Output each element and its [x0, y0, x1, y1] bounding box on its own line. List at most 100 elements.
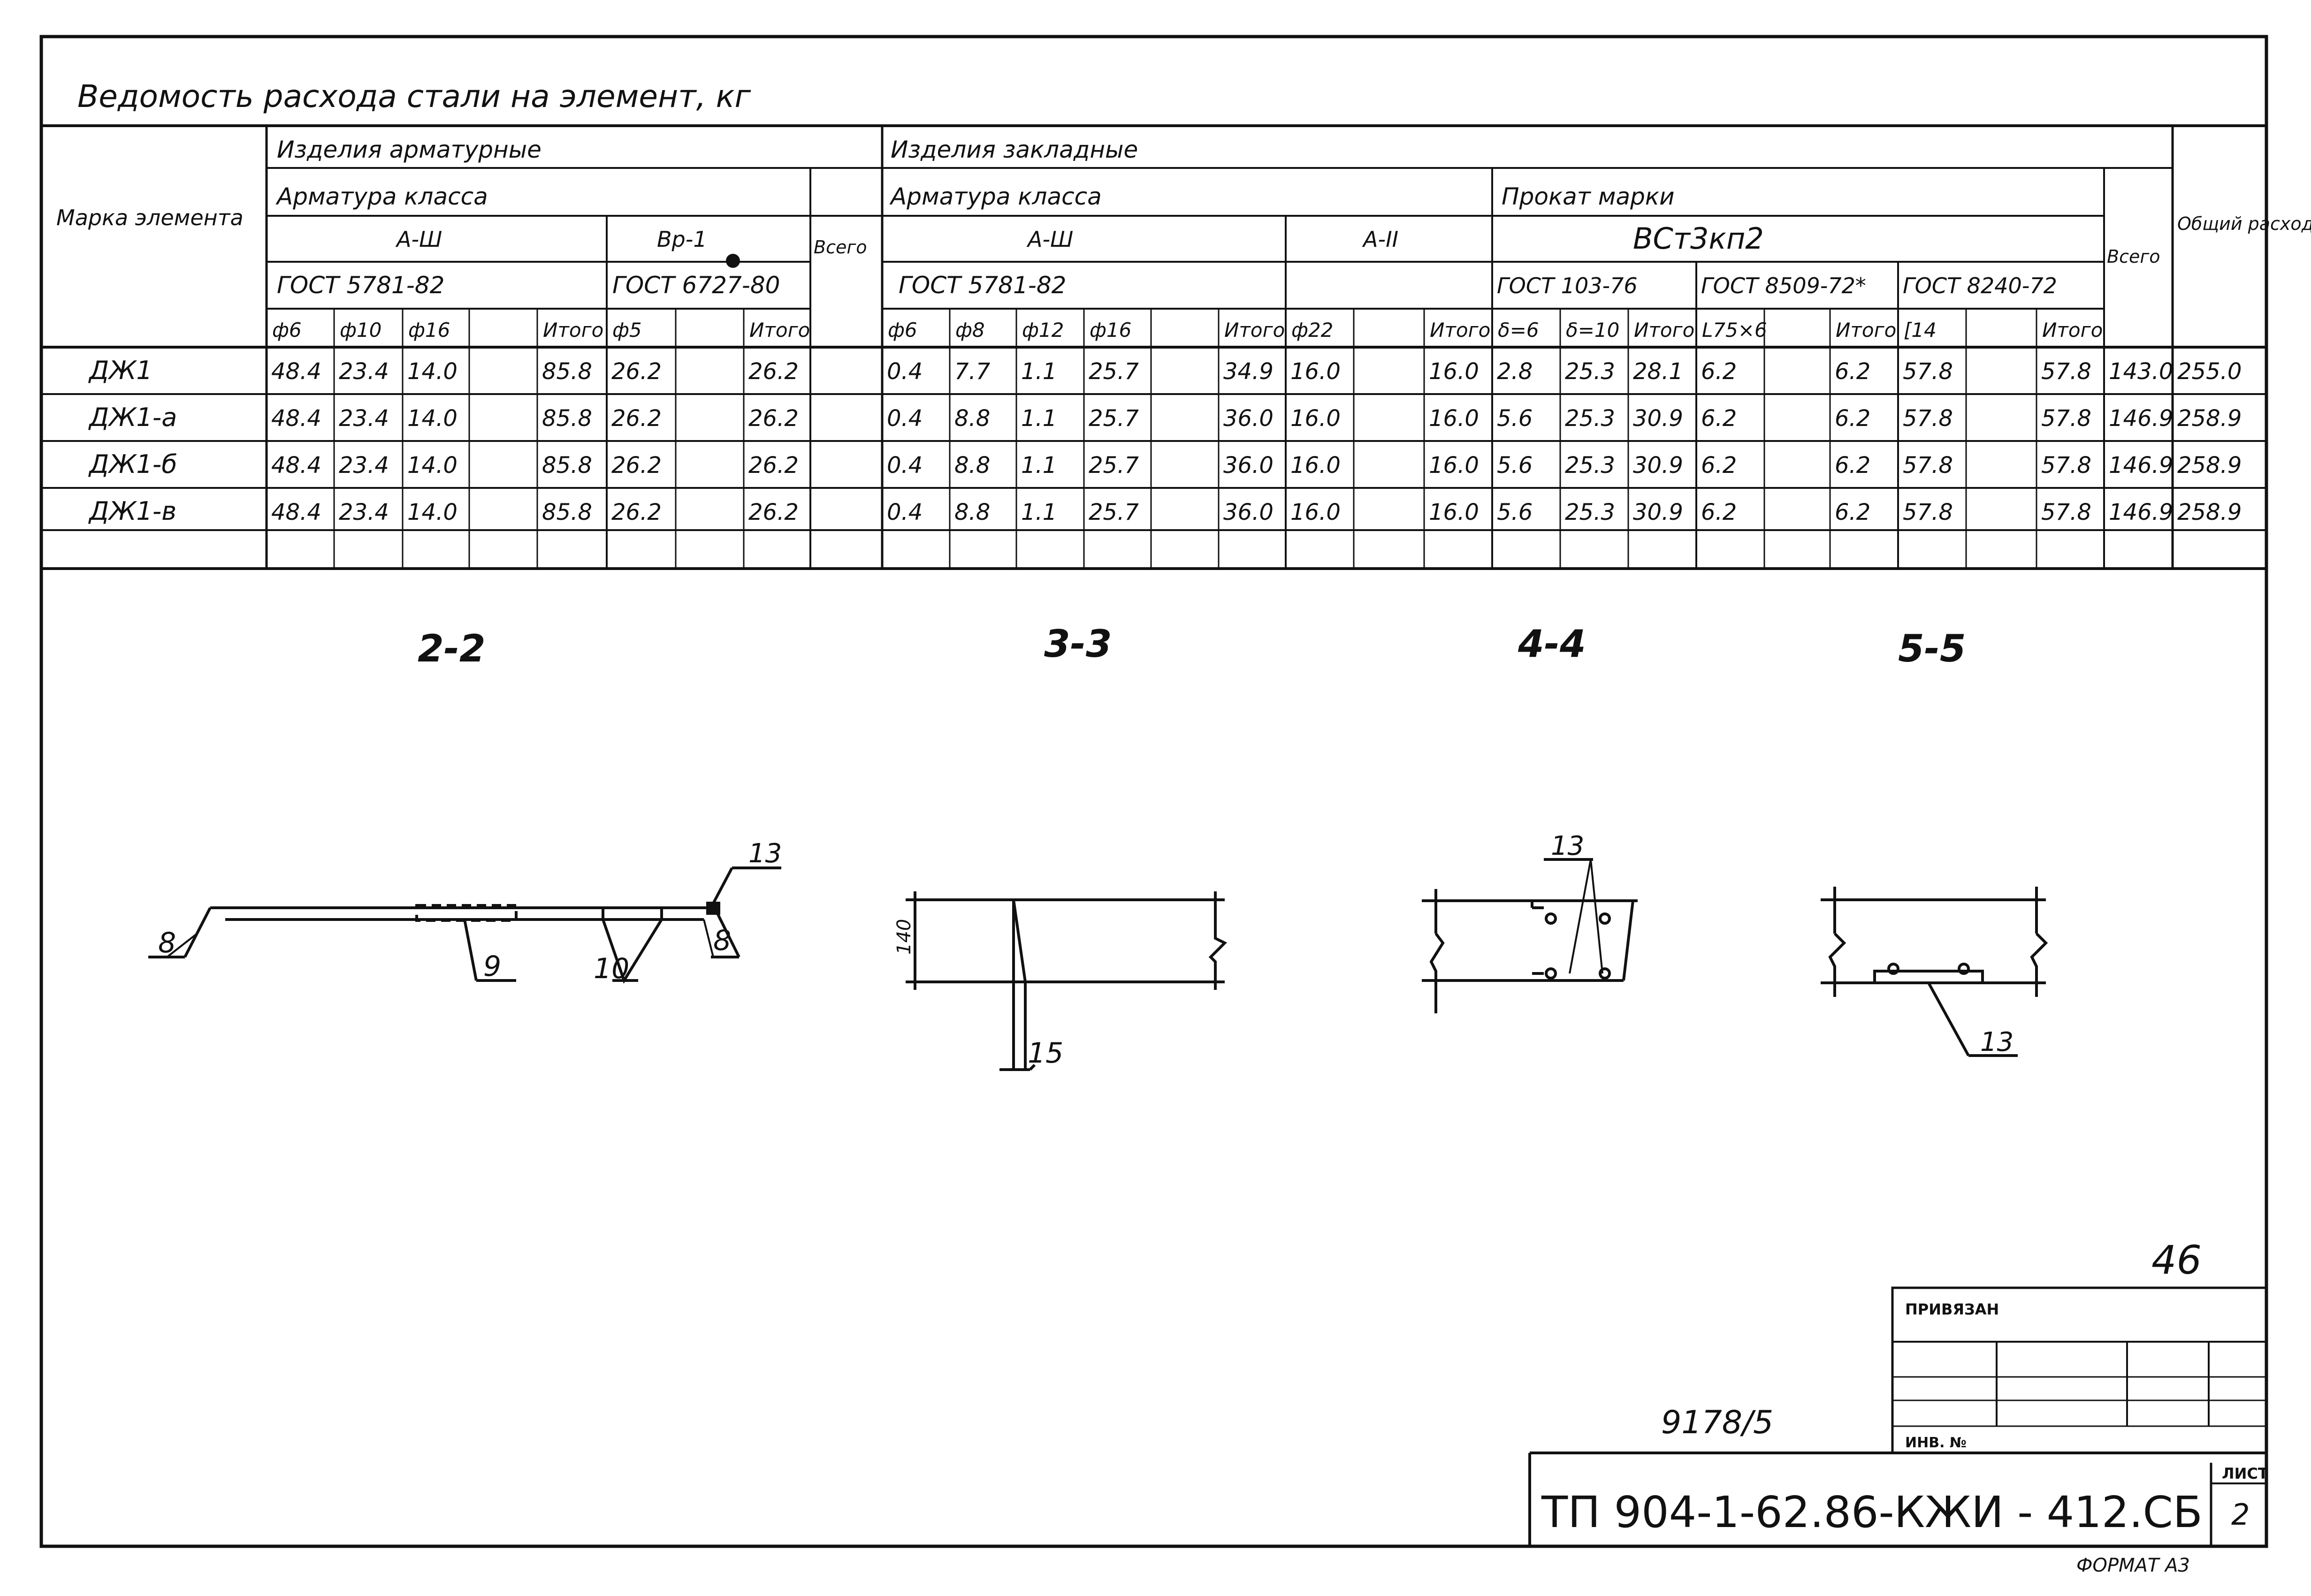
table-header: Изделия арматурные Изделия закладные Арм… [56, 136, 2311, 299]
header-class-bp1: Вр-1 [657, 227, 707, 252]
table-cell: 30.9 [1633, 452, 1683, 479]
table-cell: 26.2 [748, 405, 799, 432]
header-gost-8240: ГОСТ 8240-72 [1903, 273, 2057, 298]
inv-label: ИНВ. № [1905, 1435, 1967, 1451]
table-cell: 25.3 [1565, 358, 1615, 385]
table-cell: 36.0 [1223, 405, 1274, 432]
table-cell: 5.6 [1497, 499, 1533, 525]
table-cell: 5.6 [1497, 405, 1533, 432]
sheet-frame [39, 35, 2268, 1548]
table-cell: 57.8 [1903, 499, 1953, 525]
table-cell: 85.8 [542, 499, 592, 525]
table-cell: 25.3 [1565, 405, 1615, 432]
table-cell: 25.3 [1565, 499, 1615, 525]
sheet-index: 46 [2151, 1237, 2202, 1283]
table-cell: 26.2 [748, 452, 799, 479]
header-class-a3: А-Ш [395, 227, 442, 252]
table-cell: 16.0 [1429, 452, 1479, 479]
table-title: Ведомость расхода стали на элемент, кг [77, 78, 751, 114]
table-cell: 23.4 [339, 358, 389, 385]
row-mark: ДЖ1-в [88, 496, 176, 526]
table-cell: 6.2 [1701, 358, 1737, 385]
pos-15: 15 [1028, 1037, 1063, 1070]
table-cell: 0.4 [887, 452, 923, 479]
table-cell: 6.2 [1701, 452, 1737, 479]
title-block [1528, 1286, 2268, 1546]
table-cell: 26.2 [748, 499, 799, 525]
subheader-cell: Итого [543, 319, 603, 342]
table-cell: 1.1 [1021, 405, 1057, 432]
header-class-a3-emb: А-Ш [1026, 227, 1073, 252]
header-rolled-grade: ВСт3кп2 [1633, 221, 1764, 256]
section-3-3-drawing [906, 891, 1228, 1071]
table-cell: 57.8 [2041, 358, 2091, 385]
subheader-cell: ф22 [1291, 319, 1333, 342]
section-5-5-label: 5-5 [1898, 627, 1966, 670]
subheader-cell: Итого [1634, 319, 1694, 342]
table-cell: 23.4 [339, 452, 389, 479]
table-cell: 14.0 [407, 405, 458, 432]
table-cell: 36.0 [1223, 452, 1274, 479]
subheader-cell: Итого [1430, 319, 1490, 342]
table-cell: 6.2 [1835, 358, 1870, 385]
table-cell: 258.9 [2177, 405, 2242, 432]
table-cell: 57.8 [1903, 405, 1953, 432]
table-cell: 30.9 [1633, 499, 1683, 525]
table-cell: 6.2 [1835, 499, 1870, 525]
header-gost-5781-emb: ГОСТ 5781-82 [899, 272, 1066, 299]
header-overall: Общий расход [2177, 213, 2311, 234]
table-cell: 6.2 [1835, 452, 1870, 479]
subheader-cell: ф12 [1022, 319, 1064, 342]
table-cell: 26.2 [611, 499, 662, 525]
header-gost-8509: ГОСТ 8509-72* [1701, 273, 1866, 298]
table-cell: 26.2 [611, 405, 662, 432]
table-cell: 255.0 [2177, 358, 2242, 385]
table-cell: 16.0 [1290, 358, 1341, 385]
table-cell: 16.0 [1290, 499, 1341, 525]
subheader-cell: L75×6 [1702, 319, 1767, 342]
table-cell: 34.9 [1223, 358, 1274, 385]
table-cell: 48.4 [271, 405, 321, 432]
table-cell: 48.4 [271, 499, 321, 525]
table-cell: 57.8 [2041, 499, 2091, 525]
table-cell: 30.9 [1633, 405, 1683, 432]
table-cell: 25.7 [1089, 452, 1139, 479]
dim-140: 140 [893, 919, 915, 955]
table-cell: 23.4 [339, 405, 389, 432]
table-cell: 0.4 [887, 405, 923, 432]
table-cell: 0.4 [887, 358, 923, 385]
subheader-cell: Итого [2042, 319, 2103, 342]
subheader-cell: [14 [1904, 319, 1937, 342]
section-2-2-label: 2-2 [418, 627, 486, 670]
header-gost-6727: ГОСТ 6727-80 [612, 272, 780, 299]
table-cell: 57.8 [2041, 405, 2091, 432]
table-cell: 48.4 [271, 358, 321, 385]
table-cell: 1.1 [1021, 452, 1057, 479]
header-gost-5781-arm: ГОСТ 5781-82 [277, 272, 444, 299]
header-rolled-mark: Прокат марки [1502, 183, 1675, 210]
table-cell: 14.0 [407, 452, 458, 479]
section-labels: 2-2 3-3 4-4 5-5 [418, 622, 1966, 670]
table-cell: 146.9 [2109, 499, 2173, 525]
table-cell: 16.0 [1290, 452, 1341, 479]
table-cell: 25.7 [1089, 499, 1139, 525]
subheader-cell: ф6 [888, 319, 917, 342]
table-cell: 14.0 [407, 499, 458, 525]
subheader-cell: Итого [1836, 319, 1896, 342]
section-4-4-label: 4-4 [1518, 622, 1586, 666]
sheet-number: 2 [2231, 1497, 2250, 1532]
table-cell: 85.8 [542, 452, 592, 479]
table-cell: 146.9 [2109, 405, 2173, 432]
doc-number: 9178/5 [1661, 1404, 1773, 1441]
table-cell: 146.9 [2109, 452, 2173, 479]
table-cell: 26.2 [748, 358, 799, 385]
section-3-3-label: 3-3 [1044, 622, 1112, 666]
table-cell: 25.7 [1089, 405, 1139, 432]
table-cell: 26.2 [611, 452, 662, 479]
header-gost-103: ГОСТ 103-76 [1497, 273, 1638, 298]
table-cell: 36.0 [1223, 499, 1274, 525]
subheader-cell: ф16 [408, 319, 450, 342]
table-cell: 258.9 [2177, 499, 2242, 525]
subheader-cell: δ=6 [1498, 319, 1539, 342]
